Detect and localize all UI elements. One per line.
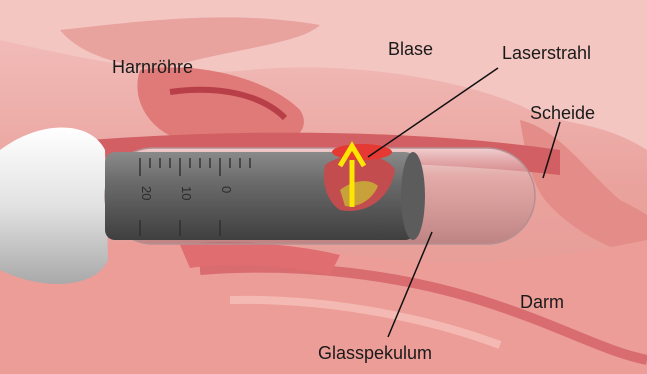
label-harnroehre: Harnröhre	[112, 58, 193, 76]
speculum-handle	[0, 128, 108, 284]
label-glasspekulum: Glasspekulum	[318, 344, 432, 362]
label-scheide: Scheide	[530, 104, 595, 122]
scale-label-20: 20	[139, 186, 154, 200]
label-darm: Darm	[520, 293, 564, 311]
scale-label-0: 0	[219, 186, 234, 193]
label-laserstrahl: Laserstrahl	[502, 44, 591, 62]
scale-label-10: 10	[179, 186, 194, 200]
speculum-cylinder-end	[401, 152, 425, 240]
label-blase: Blase	[388, 40, 433, 58]
